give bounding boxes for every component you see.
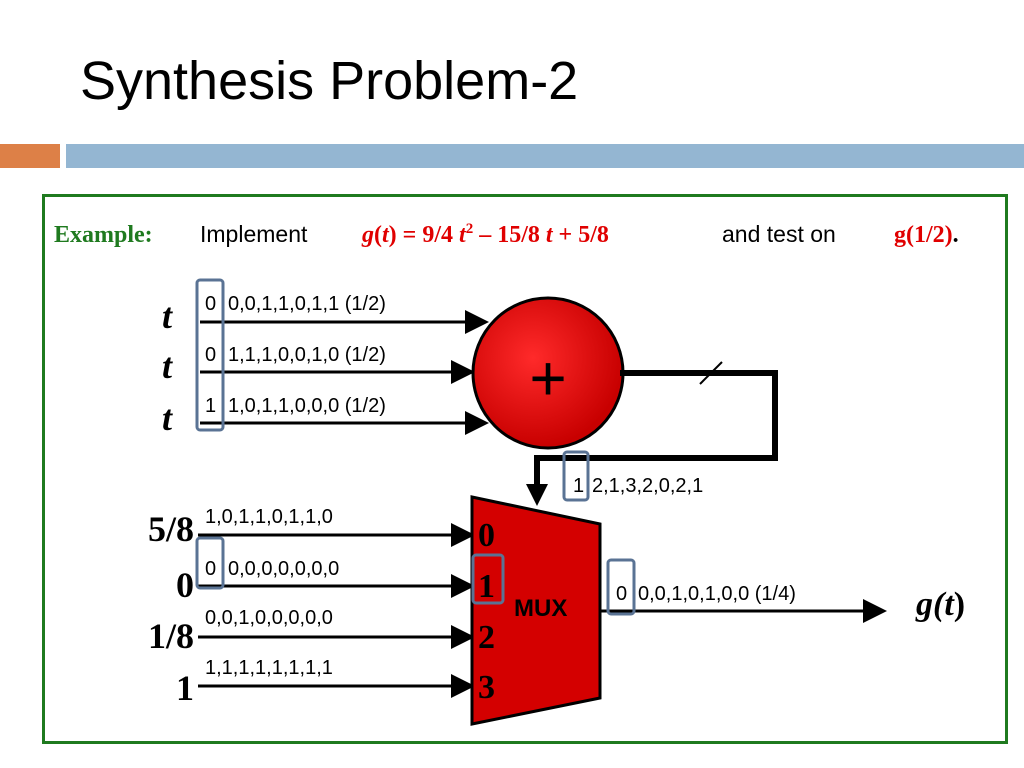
slide-title: Synthesis Problem-2 [80, 51, 579, 111]
select-arrow-head [526, 484, 548, 506]
title-accent-bar-blue [66, 144, 1024, 168]
mux-input-label-0: 5/8 [148, 509, 194, 549]
output-bit-highlight-box [606, 558, 636, 616]
adder-output-wire [534, 370, 778, 494]
mux-index-2: 2 [478, 619, 495, 656]
adder-plus-symbol: + [529, 342, 566, 414]
mux-input-label-3: 1 [176, 668, 194, 708]
mux-body [470, 495, 602, 726]
first-bit-highlight-box [195, 278, 225, 432]
input-bit-highlight-box [195, 536, 225, 590]
formula-part-c: + 5/8 [553, 222, 609, 248]
adder-input-label-2: t [162, 346, 173, 386]
select-bit-highlight-box [562, 450, 590, 502]
mux-index-1: 1 [478, 568, 495, 605]
diagram-frame [42, 194, 1008, 744]
mux-input-label-1: 0 [176, 565, 194, 605]
adder-input-label-3: t [162, 398, 173, 438]
adder-input-label-1: t [162, 296, 173, 336]
formula-part-a: ) = 9/4 [389, 222, 459, 248]
mux-index-3: 3 [478, 669, 495, 706]
mux-input-stream-2: 0,0,1,0,0,0,0,0 [205, 607, 333, 629]
implement-text: Implement [200, 221, 308, 247]
output-label: g(t) [915, 586, 965, 623]
test-value: g(1/2) [894, 222, 953, 248]
example-label: Example: [54, 222, 153, 248]
formula-g: g [361, 222, 374, 248]
mux-input-stream-0: 1,0,1,1,0,1,1,0 [205, 506, 333, 528]
mux-input-label-2: 1/8 [148, 616, 194, 656]
mux-index-0: 0 [478, 517, 495, 554]
test-text: and test on [722, 221, 836, 247]
mux-input-stream-3: 1,1,1,1,1,1,1,1 [205, 657, 333, 679]
mux-label: MUX [514, 595, 567, 622]
title-accent-bar-orange [0, 144, 60, 168]
formula-part-b: – 15/8 [473, 222, 546, 248]
bus-slash [699, 361, 723, 385]
example-line: Example: Implement g(t) = 9/4 t2 – 15/8 … [54, 221, 959, 248]
selected-index-highlight-box [471, 553, 505, 605]
formula-exponent: 2 [466, 221, 474, 237]
